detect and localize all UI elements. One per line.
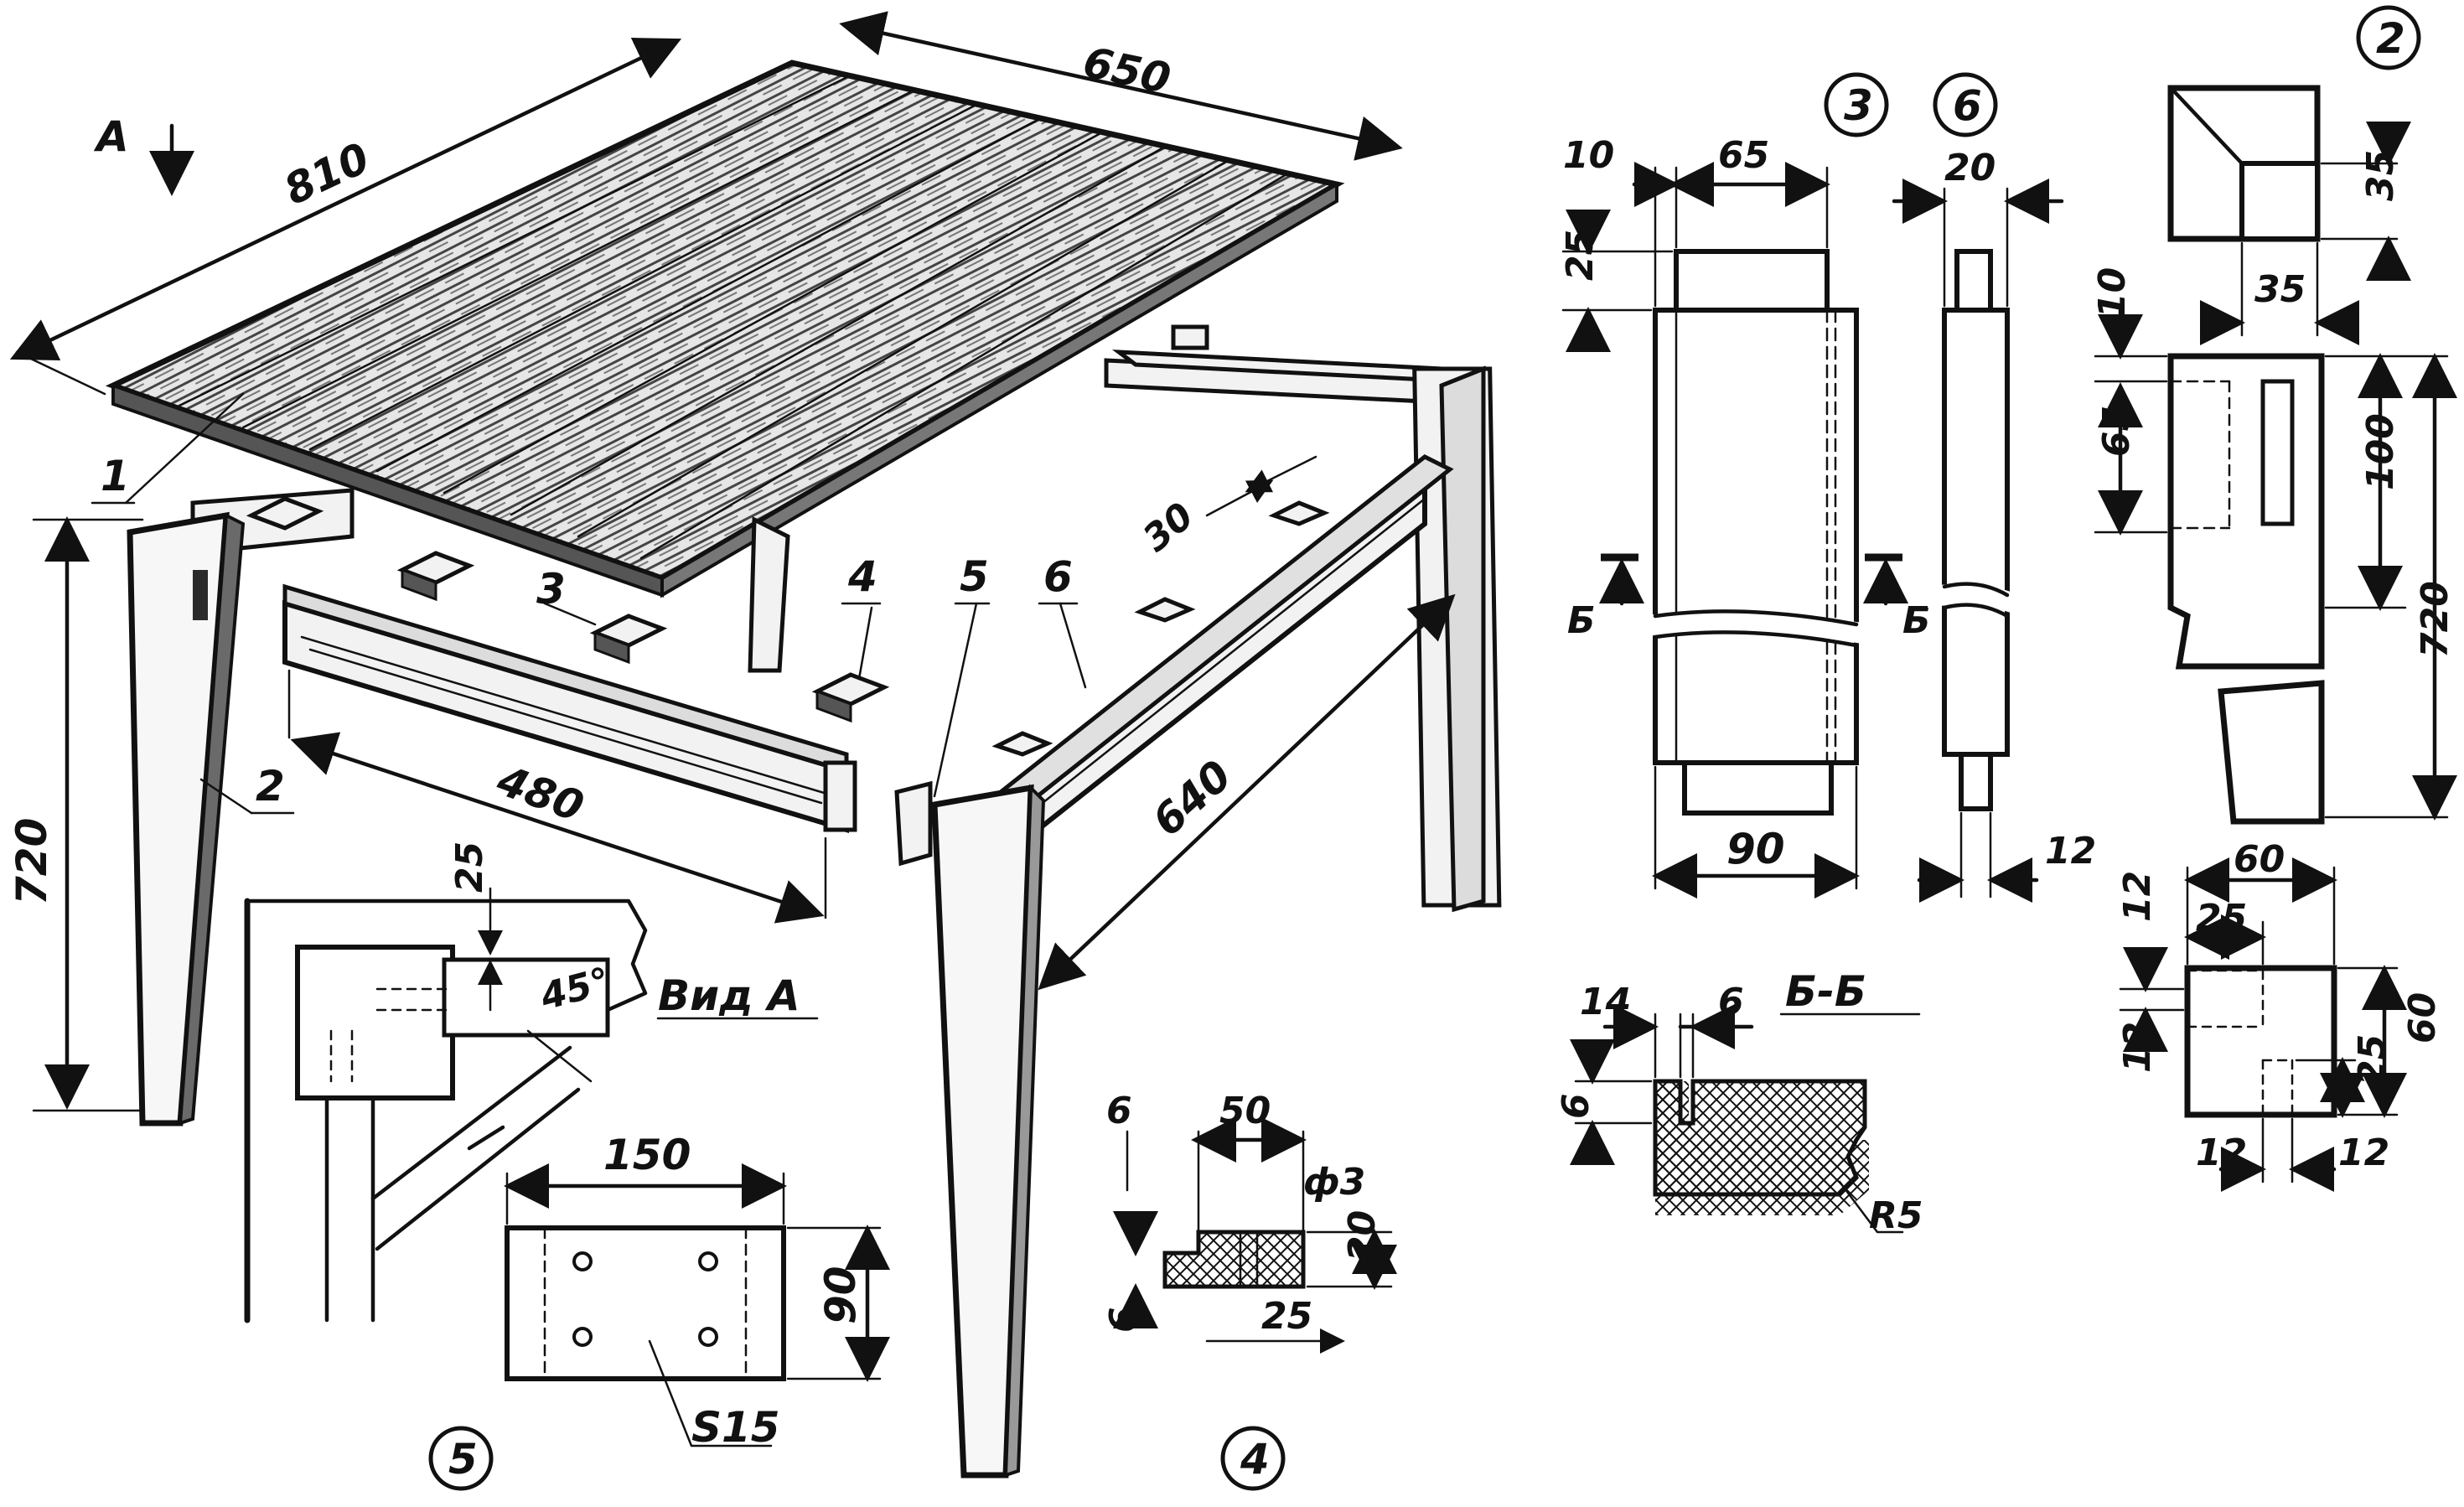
dim-height: 720 xyxy=(8,818,56,905)
part-2-section-dim-60-side: 60 xyxy=(2401,992,2444,1044)
section-bb-caption: Б-Б xyxy=(1785,967,1866,1016)
section-bb: 14 6 6 R5 Б-Б xyxy=(1555,967,1923,1237)
part-3-section-mark-right: Б xyxy=(1902,599,1931,642)
part-3-apron: 10 65 25 90 Б Б 3 xyxy=(1559,72,1931,899)
part-4-dim-6-side: 6 xyxy=(1102,1307,1145,1333)
part-5-number: 5 xyxy=(448,1435,478,1484)
dim-top-length: 810 xyxy=(277,133,377,215)
view-marker-a: A xyxy=(93,112,129,161)
part-2-dim-720: 720 xyxy=(2414,581,2456,658)
dim-top-width: 650 xyxy=(1079,38,1175,103)
front-right-leg xyxy=(931,784,1046,1479)
section-bb-dim-14: 14 xyxy=(1580,981,1631,1023)
part-4-dim-50: 50 xyxy=(1219,1090,1271,1132)
part-4-section: 6 50 ф3 20 25 6 4 xyxy=(1102,1090,1397,1491)
part-2-section-dim-60-top: 60 xyxy=(2234,838,2285,881)
part-3-dim-90: 90 xyxy=(1726,825,1785,873)
part-6-dim-12: 12 xyxy=(2045,830,2096,873)
section-bb-dim-6-side: 6 xyxy=(1555,1093,1597,1119)
part-2-dim-100: 100 xyxy=(2359,413,2402,490)
callout-1: 1 xyxy=(101,452,130,500)
part-3-dim-10: 10 xyxy=(1563,134,1614,177)
corner-plate-5 xyxy=(894,780,933,867)
part-4-dim-25: 25 xyxy=(1261,1295,1312,1338)
part-2-section-dim-12-bottom-right: 12 xyxy=(2338,1132,2389,1174)
callout-3: 3 xyxy=(536,565,566,614)
leg-2 xyxy=(127,511,246,1126)
callout-leaders xyxy=(91,392,1087,815)
part-2-dim-65: 65 xyxy=(2095,406,2138,457)
part-3-number: 3 xyxy=(1844,81,1873,130)
part-5-thickness: S15 xyxy=(691,1403,780,1452)
part-4-number: 4 xyxy=(1240,1435,1270,1484)
part-3-section-mark-left: Б xyxy=(1567,599,1596,642)
part-4-dim-hole: ф3 xyxy=(1303,1161,1365,1204)
part-2-dim-35-side: 35 xyxy=(2359,150,2402,201)
view-a-dim-25: 25 xyxy=(448,842,491,893)
table-top xyxy=(105,60,1345,598)
part-6-number: 6 xyxy=(1953,81,1982,130)
callout-2: 2 xyxy=(256,762,285,810)
view-a-caption: Вид А xyxy=(658,971,800,1020)
part-2-dim-10: 10 xyxy=(2091,267,2134,318)
callout-6: 6 xyxy=(1043,552,1073,601)
part-2-section-dim-25-side: 25 xyxy=(2351,1034,2394,1085)
part-5-dim-90: 90 xyxy=(816,1266,865,1324)
section-bb-dim-6-top: 6 xyxy=(1718,981,1744,1023)
part-5-plate: 150 90 S15 5 xyxy=(428,1131,890,1491)
part-4-dim-20: 20 xyxy=(1341,1210,1384,1261)
part-3-dim-65: 65 xyxy=(1718,134,1769,177)
part-6-dim-20: 20 xyxy=(1944,147,1996,189)
part-2-number: 2 xyxy=(2376,14,2405,63)
part-4-dim-6-top: 6 xyxy=(1106,1090,1132,1132)
dim-apron-side: 640 xyxy=(1143,751,1240,846)
part-3-dim-25: 25 xyxy=(1559,230,1602,281)
part-6-rail: 20 12 6 xyxy=(1892,72,2096,903)
callout-4: 4 xyxy=(847,552,877,601)
main-dimensions xyxy=(9,11,1456,1112)
table-assembly-view: A 810 650 720 480 640 30 1 2 3 4 5 6 xyxy=(8,11,1502,1479)
part-2-section-dim-12-bottom-left: 12 xyxy=(2196,1132,2247,1174)
part-5-dim-150: 150 xyxy=(603,1131,691,1179)
section-bb-radius: R5 xyxy=(1869,1194,1923,1237)
part-2-section-dim-12-left: 12 xyxy=(2116,1022,2159,1073)
part-2-section-dim-12-top: 12 xyxy=(2116,871,2159,922)
dim-slot-width: 30 xyxy=(1135,495,1202,560)
part-2-section-dim-25-top: 25 xyxy=(2196,897,2247,940)
callout-5: 5 xyxy=(960,552,989,601)
part-2-dim-35-bottom: 35 xyxy=(2254,268,2306,311)
view-a-detail: 25 45° Вид А xyxy=(244,842,819,1323)
part-2-leg-detail: 35 35 10 65 100 720 xyxy=(2091,5,2457,1192)
